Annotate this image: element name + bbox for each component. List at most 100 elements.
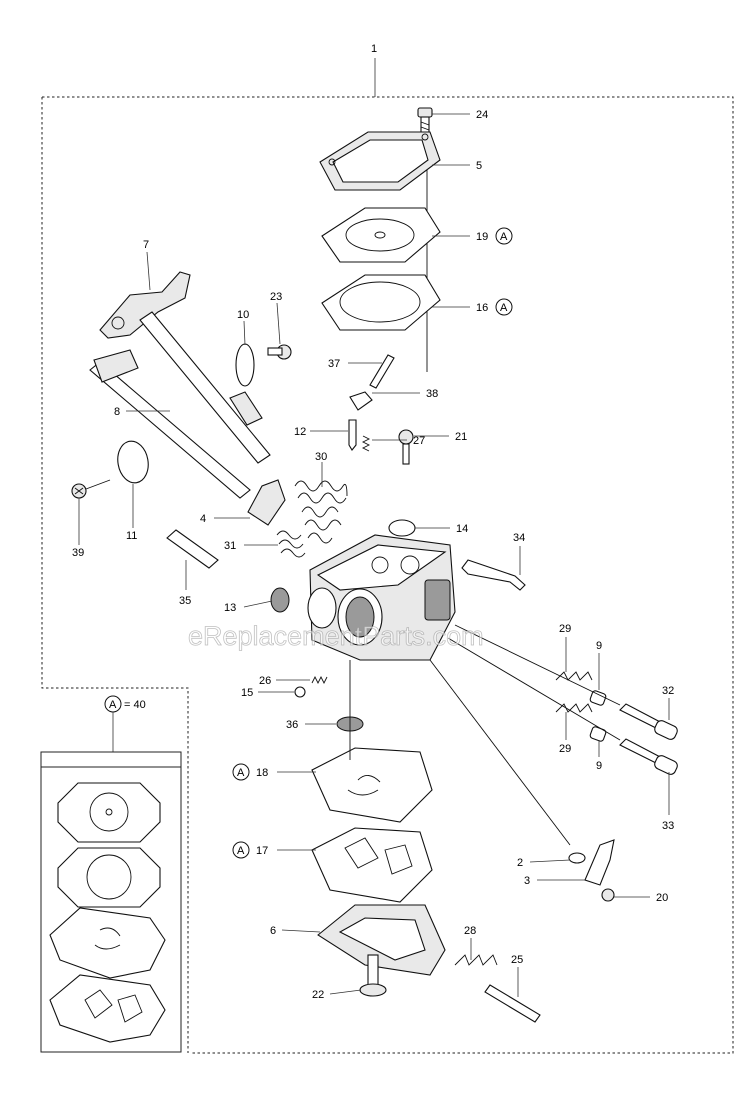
part-screw-24-icon [417, 107, 433, 136]
part-ball-15-icon [294, 686, 306, 698]
part-spring-29a-icon [555, 671, 593, 681]
kit-inset: A = 40 [40, 695, 182, 1053]
part-needle-33-icon [619, 738, 678, 775]
callout-31: 31 [224, 540, 236, 552]
callout-9a: 9 [596, 640, 602, 652]
callout-36: 36 [286, 719, 298, 731]
callout-assembly: 1 [371, 43, 377, 55]
part-screw-22-icon [359, 954, 387, 997]
callout-19: 19 [476, 231, 488, 243]
callout-34: 34 [513, 532, 525, 544]
part-screw-20-icon [601, 888, 615, 902]
callout-22: 22 [312, 989, 324, 1001]
callout-21: 21 [455, 431, 467, 443]
carburetor-body-icon [307, 534, 456, 661]
callout-16: 16 [476, 302, 488, 314]
part-gasket-17-icon [311, 827, 433, 903]
callout-12: 12 [294, 426, 306, 438]
callout-17: 17 [256, 845, 268, 857]
callout-20: 20 [656, 892, 668, 904]
adjust-axis-2 [447, 637, 621, 741]
callout-38: 38 [426, 388, 438, 400]
callout-32: 32 [662, 685, 674, 697]
part-washer-9a-icon [589, 690, 607, 706]
part-needle-32-icon [619, 703, 678, 740]
part-needle-12-icon [348, 419, 357, 451]
kit-gasket-ring-icon [57, 847, 161, 908]
part-spring-28-icon [454, 954, 498, 966]
callout-25: 25 [511, 954, 523, 966]
part-disc-11-icon [117, 440, 149, 484]
kit-gasket-valve-icon [49, 907, 166, 979]
kit-badge-19 [495, 227, 513, 245]
assembly-boundary [41, 96, 734, 1054]
part-plug-13-icon [270, 587, 290, 613]
part-pin-25-icon [484, 984, 541, 1023]
callout-13: 13 [224, 602, 236, 614]
part-washer-2-icon [568, 852, 586, 864]
callout-18: 18 [256, 767, 268, 779]
part-lever-38-icon [349, 391, 373, 411]
part-gasket-16-icon [321, 274, 441, 331]
callout-29b: 29 [559, 743, 571, 755]
kit-badge-18 [232, 763, 250, 781]
kit-badge-16-letter: A [500, 302, 508, 314]
part-screw-23-icon [267, 344, 292, 360]
part-pin-37-icon [369, 354, 395, 389]
kit-badge-18-letter: A [237, 767, 245, 779]
part-spring-29b-icon [555, 703, 593, 713]
callout-3: 3 [524, 875, 530, 887]
callout-9b: 9 [596, 760, 602, 772]
part-screw-21-icon [398, 429, 414, 465]
lever-axis-line [429, 659, 571, 846]
part-disc-10-icon [235, 343, 255, 387]
callout-4: 4 [200, 513, 206, 525]
kit-equals-text: = 40 [124, 699, 146, 711]
part-spring-27-icon [361, 435, 371, 452]
callout-2: 2 [517, 857, 523, 869]
part-washer-9b-icon [589, 726, 607, 742]
callout-23: 23 [270, 291, 282, 303]
callout-26: 26 [259, 675, 271, 687]
callout-10: 10 [237, 309, 249, 321]
callout-35: 35 [179, 595, 191, 607]
callout-14: 14 [456, 523, 468, 535]
callout-39: 39 [72, 547, 84, 559]
watermark: eReplacementParts.com [188, 621, 484, 651]
part-metering-cover-6-icon [317, 904, 446, 976]
part-hose-34-icon [461, 559, 526, 591]
part-pump-cover-5-icon [319, 131, 441, 191]
part-pin-35-icon [166, 529, 219, 569]
part-lever-3-icon [584, 839, 615, 886]
adjust-axis-1 [454, 624, 621, 706]
part-lever-4-icon [247, 479, 286, 526]
callout-37: 37 [328, 358, 340, 370]
part-screw-39-icon [71, 479, 111, 499]
part-diaphragm-18-icon [311, 747, 433, 823]
kit-symbol-letter: A [109, 699, 117, 711]
callout-30: 30 [315, 451, 327, 463]
kit-badge-17-letter: A [237, 845, 245, 857]
part-plug-14-icon [388, 519, 416, 537]
callout-33: 33 [662, 820, 674, 832]
part-lever-7-icon [99, 271, 191, 339]
part-shaft-8-icon [89, 311, 271, 499]
callout-27: 27 [413, 435, 425, 447]
callout-8: 8 [114, 406, 120, 418]
kit-badge-19-letter: A [500, 231, 508, 243]
callout-11: 11 [126, 530, 137, 542]
part-spring-31-icon [276, 530, 306, 558]
part-spring-26-icon [311, 675, 328, 685]
kit-box [40, 751, 182, 1053]
callout-6: 6 [270, 925, 276, 937]
callout-28: 28 [464, 925, 476, 937]
callout-5: 5 [476, 160, 482, 172]
kit-badge-17 [232, 841, 250, 859]
callout-7: 7 [143, 239, 149, 251]
callout-29a: 29 [559, 623, 571, 635]
callout-24: 24 [476, 109, 488, 121]
kit-gasket-diaphragm-icon [57, 782, 161, 843]
part-spring-30-icon [294, 480, 348, 544]
kit-badge-16 [495, 298, 513, 316]
